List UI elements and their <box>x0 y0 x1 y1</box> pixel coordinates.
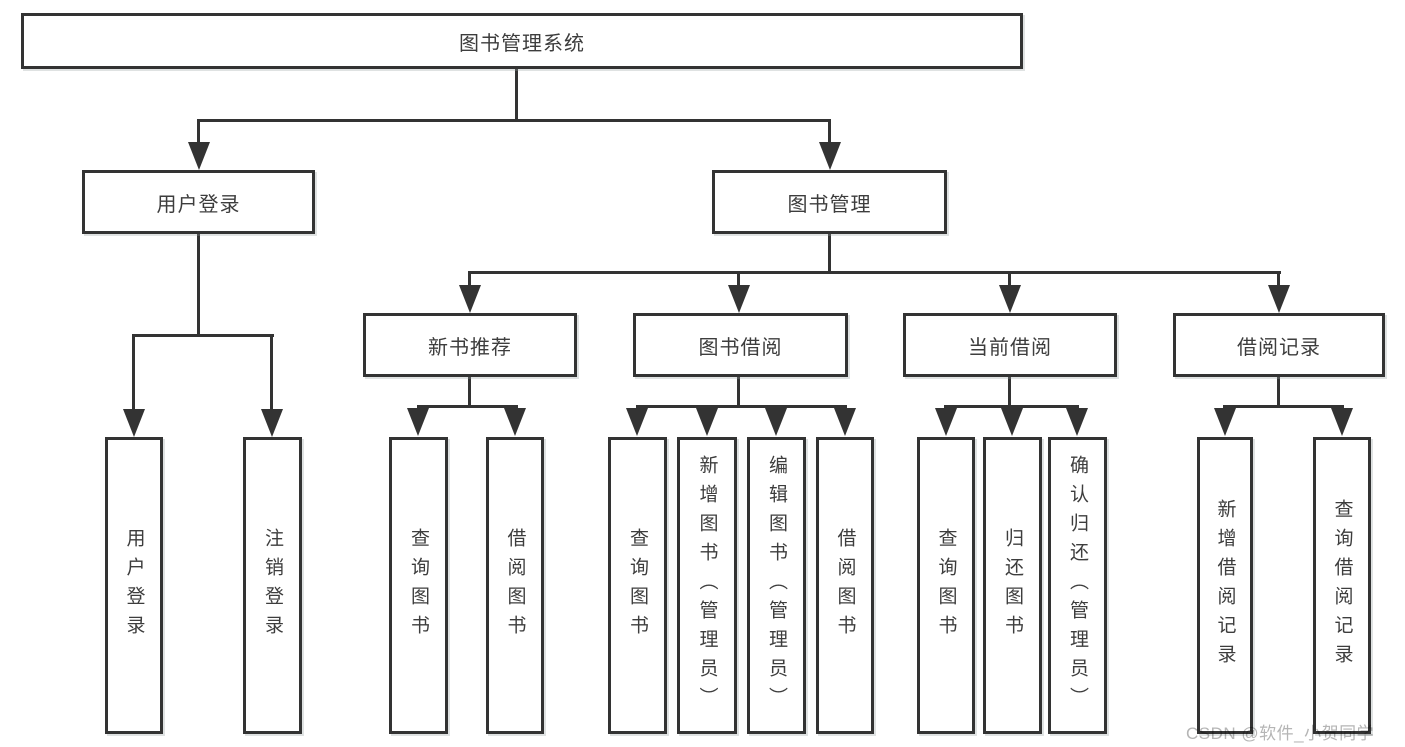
arrowhead-down <box>935 408 957 436</box>
connector-line <box>197 119 831 122</box>
node-book-borrowing: 图书借阅 <box>633 313 848 377</box>
csdn-watermark: CSDN @软件_小贺同学 <box>1186 724 1375 743</box>
leaf-logout: 注销登录 <box>243 437 302 734</box>
leaf-bb-borrow-books: 借阅图书 <box>816 437 874 734</box>
arrowhead-down <box>188 142 210 170</box>
connector-line <box>197 233 200 337</box>
connector-line <box>197 119 200 145</box>
connector-line <box>468 271 471 288</box>
leaf-label: 查询图书 <box>627 527 648 644</box>
leaf-label: 新增借阅记录 <box>1214 498 1236 673</box>
arrowhead-down <box>261 409 283 437</box>
node-user-login: 用户登录 <box>82 170 315 234</box>
arrowhead-down <box>407 408 429 436</box>
node-label: 借阅记录 <box>1237 336 1321 359</box>
leaf-label: 借阅图书 <box>504 527 526 644</box>
leaf-label: 新增图书（管理员） <box>696 455 718 716</box>
leaf-br-add-record: 新增借阅记录 <box>1197 437 1253 734</box>
connector-line <box>636 405 847 408</box>
connector-line <box>417 405 518 408</box>
leaf-label: 确认归还（管理员） <box>1067 455 1088 716</box>
arrowhead-down <box>1001 408 1023 436</box>
node-library-system: 图书管理系统 <box>21 13 1023 69</box>
arrowhead-down <box>504 408 526 436</box>
leaf-label: 归还图书 <box>1002 527 1023 644</box>
node-label: 用户登录 <box>156 193 241 216</box>
connector-line <box>1223 405 1344 408</box>
arrowhead-down <box>1066 408 1088 436</box>
arrowhead-down <box>1268 285 1290 313</box>
arrowhead-down <box>728 285 750 313</box>
connector-line <box>828 234 831 274</box>
connector-line <box>468 271 1281 274</box>
leaf-label: 用户登录 <box>123 527 145 644</box>
arrowhead-down <box>696 408 718 436</box>
leaf-label: 查询借阅记录 <box>1331 498 1353 673</box>
leaf-bb-edit-books-admin: 编辑图书（管理员） <box>747 437 806 734</box>
arrowhead-down <box>999 285 1021 313</box>
leaf-label: 注销登录 <box>262 527 283 644</box>
leaf-nb-query-books: 查询图书 <box>389 437 448 734</box>
arrowhead-down <box>765 408 787 436</box>
arrowhead-down <box>834 408 856 436</box>
leaf-bb-add-books-admin: 新增图书（管理员） <box>677 437 737 734</box>
arrowhead-down <box>1214 408 1236 436</box>
connector-line <box>737 377 740 408</box>
node-label: 图书管理系统 <box>459 32 585 55</box>
node-label: 图书借阅 <box>698 336 783 359</box>
connector-line <box>1277 271 1280 288</box>
connector-line <box>1277 377 1280 408</box>
leaf-nb-borrow-books: 借阅图书 <box>486 437 544 734</box>
arrowhead-down <box>819 142 841 170</box>
leaf-label: 查询图书 <box>935 527 957 644</box>
leaf-cb-query-books: 查询图书 <box>917 437 975 734</box>
connector-line <box>132 334 135 411</box>
leaf-label: 查询图书 <box>408 527 429 644</box>
node-new-book-recommend: 新书推荐 <box>363 313 577 377</box>
connector-line <box>944 405 1079 408</box>
arrowhead-down <box>1331 408 1353 436</box>
connector-line <box>737 271 740 288</box>
arrowhead-down <box>459 285 481 313</box>
node-label: 当前借阅 <box>968 336 1052 359</box>
leaf-cb-return-books: 归还图书 <box>983 437 1042 734</box>
node-label: 图书管理 <box>787 193 872 216</box>
connector-line <box>132 334 274 337</box>
node-label: 新书推荐 <box>428 336 512 359</box>
node-book-management: 图书管理 <box>712 170 947 234</box>
leaf-label: 借阅图书 <box>834 527 856 644</box>
leaf-label: 编辑图书（管理员） <box>766 455 787 716</box>
connector-line <box>270 334 273 411</box>
node-current-borrowing: 当前借阅 <box>903 313 1117 377</box>
connector-line <box>1008 377 1011 408</box>
arrowhead-down <box>123 409 145 437</box>
leaf-br-query-record: 查询借阅记录 <box>1313 437 1371 734</box>
node-borrowing-records: 借阅记录 <box>1173 313 1385 377</box>
leaf-user-login: 用户登录 <box>105 437 163 734</box>
leaf-bb-query-books: 查询图书 <box>608 437 667 734</box>
connector-line <box>468 377 471 408</box>
connector-line <box>515 69 518 122</box>
connector-line <box>828 119 831 145</box>
leaf-cb-confirm-return-admin: 确认归还（管理员） <box>1048 437 1107 734</box>
arrowhead-down <box>626 408 648 436</box>
connector-line <box>1008 271 1011 288</box>
